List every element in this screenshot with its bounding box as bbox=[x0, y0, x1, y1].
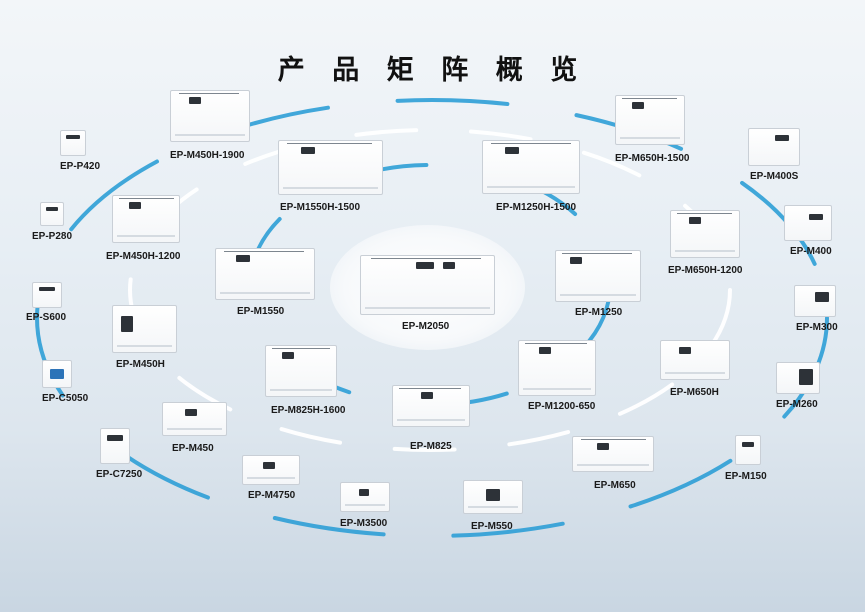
product-label: EP-M650H bbox=[670, 387, 719, 398]
machine-image bbox=[112, 195, 180, 243]
product-label: EP-M1550H-1500 bbox=[280, 202, 361, 213]
product-label: EP-M450H-1200 bbox=[106, 251, 181, 262]
product-ep-m650h[interactable]: EP-M650H bbox=[660, 340, 730, 398]
product-label: EP-M3500 bbox=[340, 518, 388, 529]
product-label: EP-M450H-1900 bbox=[170, 150, 245, 161]
product-ep-m550[interactable]: EP-M550 bbox=[463, 480, 523, 532]
machine-image bbox=[162, 402, 227, 436]
product-label: EP-M400S bbox=[750, 171, 799, 182]
machine-image bbox=[32, 282, 62, 308]
machine-image bbox=[215, 248, 315, 300]
product-label: EP-P280 bbox=[32, 231, 73, 242]
product-ep-m300[interactable]: EP-M300 bbox=[794, 285, 838, 333]
machine-image bbox=[278, 140, 383, 195]
product-label: EP-M300 bbox=[796, 322, 838, 333]
product-ep-p280[interactable]: EP-P280 bbox=[32, 202, 72, 242]
machine-image bbox=[265, 345, 337, 397]
machine-image bbox=[784, 205, 832, 241]
product-label: EP-M1550 bbox=[237, 306, 285, 317]
product-label: EP-M825H-1600 bbox=[271, 405, 346, 416]
machine-image bbox=[572, 436, 654, 472]
outer-ring bbox=[35, 98, 829, 538]
product-label: EP-M400 bbox=[790, 246, 832, 257]
product-label: EP-M1200-650 bbox=[528, 401, 596, 412]
machine-image bbox=[482, 140, 580, 194]
page-title: 产 品 矩 阵 概 览 bbox=[277, 55, 588, 85]
product-ep-c7250[interactable]: EP-C7250 bbox=[96, 428, 142, 480]
product-label: EP-C7250 bbox=[96, 469, 143, 480]
product-label: EP-S600 bbox=[26, 312, 67, 323]
machine-image bbox=[748, 128, 800, 166]
product-ep-c5050[interactable]: EP-C5050 bbox=[42, 360, 88, 404]
product-label: EP-M650H-1500 bbox=[615, 153, 690, 164]
product-ep-m650h-1500[interactable]: EP-M650H-1500 bbox=[615, 95, 689, 164]
product-ep-m400[interactable]: EP-M400 bbox=[784, 205, 832, 257]
machine-image bbox=[112, 305, 177, 353]
product-label: EP-M450 bbox=[172, 443, 214, 454]
product-ep-p420[interactable]: EP-P420 bbox=[60, 130, 100, 172]
product-label: EP-M2050 bbox=[402, 321, 450, 332]
machine-image bbox=[340, 482, 390, 512]
product-label: EP-M150 bbox=[725, 471, 767, 482]
product-ep-m150[interactable]: EP-M150 bbox=[725, 435, 767, 482]
product-label: EP-M260 bbox=[776, 399, 818, 410]
product-label: EP-P420 bbox=[60, 161, 101, 172]
product-label: EP-M1250 bbox=[575, 307, 623, 318]
product-ep-m260[interactable]: EP-M260 bbox=[776, 362, 820, 410]
product-ep-m400s[interactable]: EP-M400S bbox=[748, 128, 800, 182]
product-ep-m450h[interactable]: EP-M450H bbox=[112, 305, 177, 370]
product-ep-m650[interactable]: EP-M650 bbox=[572, 436, 654, 491]
product-ep-m2050[interactable]: EP-M2050 bbox=[360, 255, 495, 332]
machine-image bbox=[392, 385, 470, 427]
machine-image bbox=[100, 428, 130, 464]
product-ep-m1200-650[interactable]: EP-M1200-650 bbox=[518, 340, 596, 412]
machine-image bbox=[735, 435, 761, 465]
machine-image bbox=[776, 362, 820, 394]
machine-image bbox=[670, 210, 740, 258]
product-ep-m450h-1200[interactable]: EP-M450H-1200 bbox=[106, 195, 180, 262]
machine-image bbox=[60, 130, 86, 156]
product-ep-m1250[interactable]: EP-M1250 bbox=[555, 250, 641, 318]
product-ep-m4750[interactable]: EP-M4750 bbox=[242, 455, 300, 501]
product-label: EP-M825 bbox=[410, 441, 452, 452]
product-ep-s600[interactable]: EP-S600 bbox=[26, 282, 66, 323]
product-label: EP-M650H-1200 bbox=[668, 265, 743, 276]
machine-image bbox=[40, 202, 64, 226]
machine-image bbox=[660, 340, 730, 380]
machine-image bbox=[615, 95, 685, 145]
machine-image bbox=[794, 285, 836, 317]
machine-image bbox=[518, 340, 596, 396]
machine-image bbox=[360, 255, 495, 315]
product-ep-m450h-1900[interactable]: EP-M450H-1900 bbox=[170, 90, 250, 161]
product-label: EP-M650 bbox=[594, 480, 636, 491]
machine-image bbox=[555, 250, 641, 302]
product-label: EP-M550 bbox=[471, 521, 513, 532]
machine-image bbox=[42, 360, 72, 388]
product-ep-m825[interactable]: EP-M825 bbox=[392, 385, 470, 452]
product-ep-m450[interactable]: EP-M450 bbox=[162, 402, 227, 454]
product-ep-m650h-1200[interactable]: EP-M650H-1200 bbox=[668, 210, 742, 276]
product-ep-m1250h-1500[interactable]: EP-M1250H-1500 bbox=[482, 140, 580, 213]
machine-image bbox=[463, 480, 523, 514]
product-ep-m1550h-1500[interactable]: EP-M1550H-1500 bbox=[278, 140, 383, 213]
product-label: EP-M1250H-1500 bbox=[496, 202, 577, 213]
machine-image bbox=[242, 455, 300, 485]
machine-image bbox=[170, 90, 250, 142]
product-label: EP-M450H bbox=[116, 359, 165, 370]
product-ep-m3500[interactable]: EP-M3500 bbox=[340, 482, 390, 529]
product-ep-m825h-1600[interactable]: EP-M825H-1600 bbox=[265, 345, 345, 416]
inner-ring bbox=[128, 128, 732, 452]
product-ep-m1550[interactable]: EP-M1550 bbox=[215, 248, 315, 317]
product-label: EP-C5050 bbox=[42, 393, 89, 404]
product-label: EP-M4750 bbox=[248, 490, 296, 501]
